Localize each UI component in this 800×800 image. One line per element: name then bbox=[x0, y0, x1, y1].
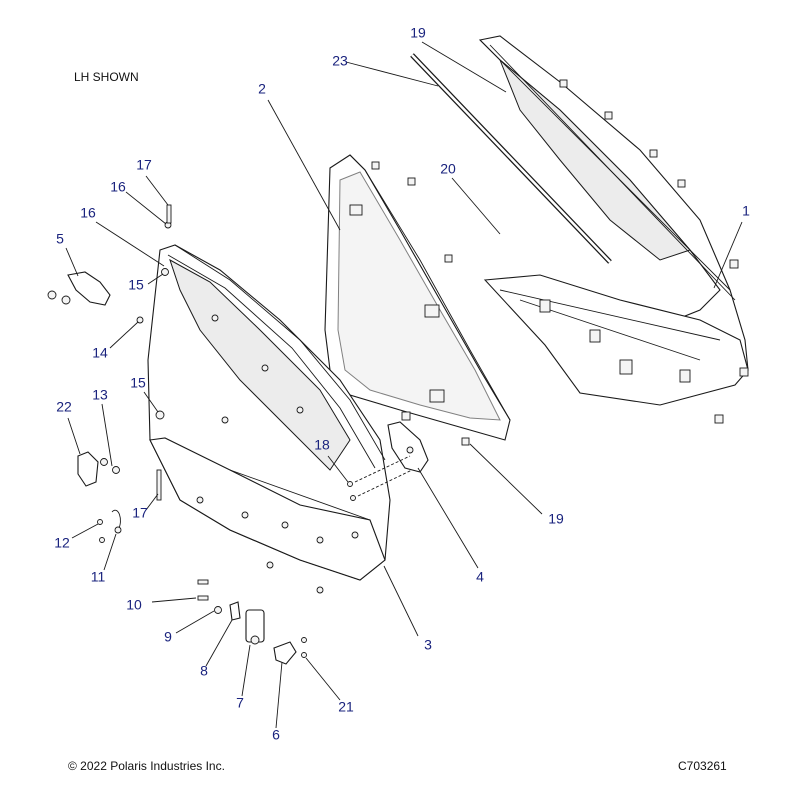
leader-3 bbox=[383, 565, 419, 637]
copyright-notice: © 2022 Polaris Industries Inc. bbox=[68, 759, 225, 773]
diagram-code: C703261 bbox=[678, 759, 727, 773]
callout-1: 1 bbox=[742, 203, 750, 219]
callout-15b: 15 bbox=[130, 375, 146, 391]
callout-21: 21 bbox=[338, 699, 354, 715]
callout-15a: 15 bbox=[128, 277, 144, 293]
callout-7: 7 bbox=[236, 695, 244, 711]
callout-16a: 16 bbox=[110, 179, 126, 195]
leader-19a bbox=[421, 41, 507, 93]
callout-16b: 16 bbox=[80, 205, 96, 221]
callout-2: 2 bbox=[258, 81, 266, 97]
leader-2 bbox=[267, 99, 341, 231]
lh-shown-note: LH SHOWN bbox=[74, 70, 139, 84]
part-6-handle-bracket bbox=[273, 641, 297, 665]
part-17-bolt-upper bbox=[166, 204, 172, 224]
callout-12: 12 bbox=[54, 535, 70, 551]
part-4-hinge-bracket bbox=[354, 421, 429, 497]
leader-5 bbox=[65, 247, 79, 277]
callout-10: 10 bbox=[126, 597, 142, 613]
callout-5: 5 bbox=[56, 231, 64, 247]
leader-11 bbox=[103, 533, 117, 571]
part-10-bolts bbox=[197, 579, 209, 601]
callout-13: 13 bbox=[92, 387, 108, 403]
leader-14 bbox=[109, 321, 139, 349]
leader-lines bbox=[65, 41, 743, 729]
part-17-bolt-lower bbox=[156, 469, 162, 501]
leader-15a bbox=[147, 273, 164, 285]
part-23-seal-strip bbox=[410, 53, 612, 264]
callout-3: 3 bbox=[424, 637, 432, 653]
callout-11: 11 bbox=[91, 569, 106, 585]
part-21-screws bbox=[301, 637, 307, 658]
leader-10 bbox=[151, 597, 197, 603]
callout-20: 20 bbox=[440, 161, 456, 177]
callout-18: 18 bbox=[314, 437, 330, 453]
part-9-washer bbox=[214, 606, 222, 614]
part-14-screw bbox=[136, 316, 144, 324]
part-8-bracket bbox=[229, 601, 241, 621]
leader-21 bbox=[305, 657, 341, 701]
part-22-lower-hinge bbox=[77, 451, 120, 487]
callout-17a: 17 bbox=[136, 157, 152, 173]
leader-17b bbox=[145, 493, 159, 511]
leader-13 bbox=[101, 403, 113, 467]
leader-1 bbox=[713, 221, 743, 289]
leader-9 bbox=[175, 610, 215, 634]
leader-4 bbox=[417, 467, 479, 569]
leader-8 bbox=[205, 619, 233, 667]
leader-7 bbox=[241, 644, 251, 697]
callout-19a: 19 bbox=[410, 25, 426, 41]
part-7-latch bbox=[245, 609, 265, 645]
part-18-screws bbox=[347, 481, 356, 501]
part-15-nut-upper bbox=[161, 268, 169, 276]
part-3-door-frame bbox=[147, 244, 391, 594]
leader-12 bbox=[71, 523, 99, 539]
leader-20 bbox=[451, 177, 501, 235]
leader-23 bbox=[345, 61, 439, 87]
leader-16b bbox=[95, 221, 165, 267]
part-12-screws bbox=[97, 519, 105, 543]
part-2-window-panel bbox=[324, 154, 511, 446]
callout-17b: 17 bbox=[132, 505, 148, 521]
part-5-upper-hinge bbox=[47, 271, 111, 306]
callout-4: 4 bbox=[476, 569, 484, 585]
leader-19b bbox=[469, 443, 543, 515]
callout-23: 23 bbox=[332, 53, 348, 69]
part-15-nut-lower bbox=[155, 410, 165, 420]
callout-6: 6 bbox=[272, 727, 280, 743]
leader-22 bbox=[67, 417, 81, 455]
leader-16a bbox=[125, 191, 167, 225]
leader-6 bbox=[275, 661, 283, 729]
callout-8: 8 bbox=[200, 663, 208, 679]
callout-22: 22 bbox=[56, 399, 72, 415]
callout-numbers: 1 2 3 4 5 6 7 8 9 10 11 12 13 14 15 15 1… bbox=[54, 25, 750, 743]
callout-9: 9 bbox=[164, 629, 172, 645]
part-1-outer-door-panel bbox=[478, 35, 749, 424]
part-11-strap bbox=[111, 509, 122, 534]
callout-14: 14 bbox=[92, 345, 108, 361]
leader-17a bbox=[145, 175, 169, 206]
leader-18 bbox=[327, 455, 349, 483]
leader-15b bbox=[143, 391, 159, 413]
callout-19b: 19 bbox=[548, 511, 564, 527]
